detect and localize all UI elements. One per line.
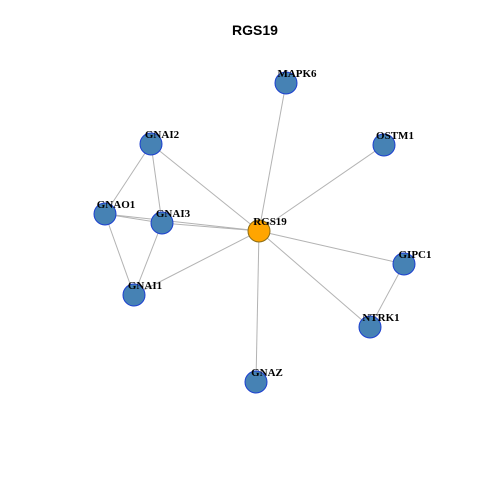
node-circle-ntrk1 <box>358 315 382 339</box>
edge-rgs19-gipc1 <box>258 230 405 265</box>
node-label-gnai2: GNAI2 <box>145 129 180 141</box>
node-gnai1: GNAI1 <box>122 280 162 307</box>
edge-gnai2-gnao1 <box>104 143 152 215</box>
node-gnao1: GNAO1 <box>93 199 136 226</box>
edge-rgs19-gnai3 <box>161 222 260 232</box>
edge-rgs19-gnao1 <box>104 213 260 232</box>
node-label-gnao1: GNAO1 <box>97 199 136 211</box>
node-gnaz: GNAZ <box>244 367 283 394</box>
node-circle-rgs19 <box>247 219 271 243</box>
node-circle-gnai2 <box>139 132 163 156</box>
node-circle-ostm1 <box>372 133 396 157</box>
edge-rgs19-gnaz <box>255 230 260 383</box>
node-rgs19: RGS19 <box>247 216 287 243</box>
edge-rgs19-ntrk1 <box>258 230 371 328</box>
node-label-gipc1: GIPC1 <box>399 249 432 261</box>
node-gipc1: GIPC1 <box>392 249 432 276</box>
graph-title: RGS19 <box>232 22 278 38</box>
node-circle-gipc1 <box>392 252 416 276</box>
edge-gnai3-gnai1 <box>133 222 163 296</box>
node-label-gnai1: GNAI1 <box>128 280 162 292</box>
node-label-ntrk1: NTRK1 <box>362 312 399 324</box>
node-circle-mapk6 <box>274 71 298 95</box>
edge-gnao1-gnai1 <box>104 213 135 296</box>
node-label-gnai3: GNAI3 <box>156 208 191 220</box>
node-circle-gnai1 <box>122 283 146 307</box>
edge-gnai2-gnai3 <box>150 143 163 224</box>
node-circle-gnao1 <box>93 202 117 226</box>
node-mapk6: MAPK6 <box>274 68 317 95</box>
edge-rgs19-ostm1 <box>258 144 385 232</box>
edge-rgs19-mapk6 <box>258 82 287 232</box>
edge-rgs19-gnai2 <box>150 143 260 232</box>
node-ostm1: OSTM1 <box>372 130 414 157</box>
node-label-mapk6: MAPK6 <box>277 68 317 80</box>
node-gnai3: GNAI3 <box>150 208 191 235</box>
node-gnai2: GNAI2 <box>139 129 180 156</box>
node-label-ostm1: OSTM1 <box>376 130 414 142</box>
node-circle-gnai3 <box>150 211 174 235</box>
node-circle-gnaz <box>244 370 268 394</box>
node-label-gnaz: GNAZ <box>251 367 283 379</box>
edge-rgs19-gnai1 <box>133 230 260 296</box>
node-ntrk1: NTRK1 <box>358 312 400 339</box>
node-label-rgs19: RGS19 <box>253 216 287 228</box>
edge-gipc1-ntrk1 <box>369 263 405 328</box>
